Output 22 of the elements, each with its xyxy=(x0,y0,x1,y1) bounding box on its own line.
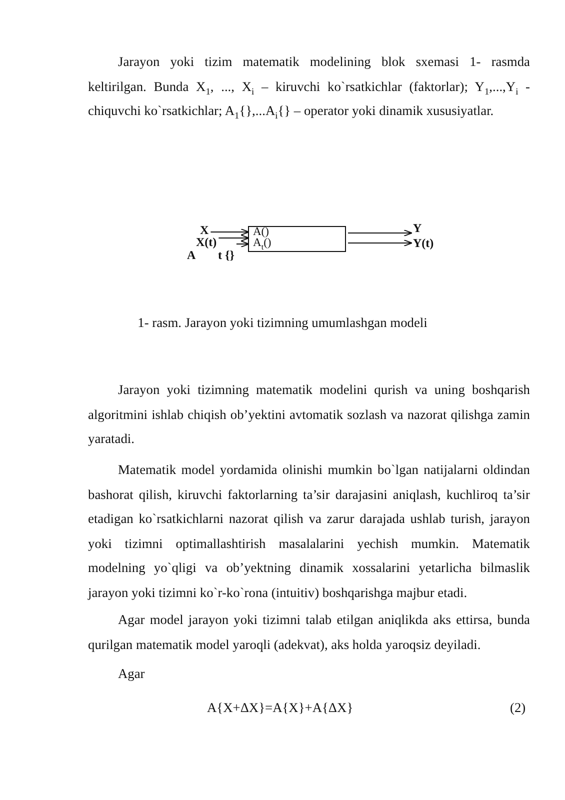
input-label: X xyxy=(200,224,209,236)
input-label: X(t) xyxy=(196,236,217,248)
arrow xyxy=(348,240,412,246)
arrow xyxy=(210,228,250,236)
paragraph: Jarayon yoki tizim matematik modelining blok sxemasi 1- rasmda keltirilgan. Bunda X$_{1}$, ..., X$_{i}$ – kiruvchi ko`rsatkichlar (faktorlar); Y$_{1}$,...,Y$_{i}$ - chiquvchi ko`rsatkichlar; A$_{1}${},...A$_{i}${} – operator yoki dinamik xususiyatlar. xyxy=(88,53,530,124)
arrow xyxy=(218,234,250,242)
block-label: A() xyxy=(252,227,269,238)
input-label: t {} xyxy=(218,249,234,261)
output-label: Y(t) xyxy=(413,237,434,249)
equation-number: (2) xyxy=(510,700,526,716)
block-label: A$_{t}$() xyxy=(252,238,272,249)
arrow xyxy=(236,240,250,248)
operator-block xyxy=(248,226,346,252)
paragraph: Jarayon yoki tizimning matematik modelini qurish va uning boshqarish algoritmini ishlab chiqish ob’yektini avtomatik sozlash va nazorat qilishga zamin yaratadi. xyxy=(88,381,530,448)
arrow xyxy=(348,230,412,236)
figure-caption: 1- rasm. Jarayon yoki tizimning umumlashgan modeli xyxy=(136,315,428,331)
equation: A{X+ΔX}=A{X}+A{ΔX} xyxy=(207,700,354,716)
paragraph: Agar model jarayon yoki tizimni talab etilgan aniqlikda aks ettirsa, bunda qurilgan matematik model yaroqli (adekvat), aks holda yaroqsiz deyiladi. xyxy=(88,611,530,654)
paragraph: Agar xyxy=(118,666,145,682)
input-label: A xyxy=(187,249,196,261)
output-label: Y xyxy=(413,222,422,234)
paragraph: Matematik model yordamida olinishi mumkin bo`lgan natijalarni oldindan bashorat qilish, kiruvchi faktorlarning ta’sir darajasini aniqlash, kuchliroq ta’sir etadigan ko`rsatkichlarni nazorat qilish va zarur darajada ushlab turish, jarayon yoki tizimni optimallashtirish masalalarini yechish mumkin. Matematik modelning yo`qligi va ob’yektning dinamik xossalarini yetarlicha bilmaslik jarayon yoki tizimni ko`r-ko`rona (intuitiv) boshqarishga majbur etadi. xyxy=(88,461,530,602)
